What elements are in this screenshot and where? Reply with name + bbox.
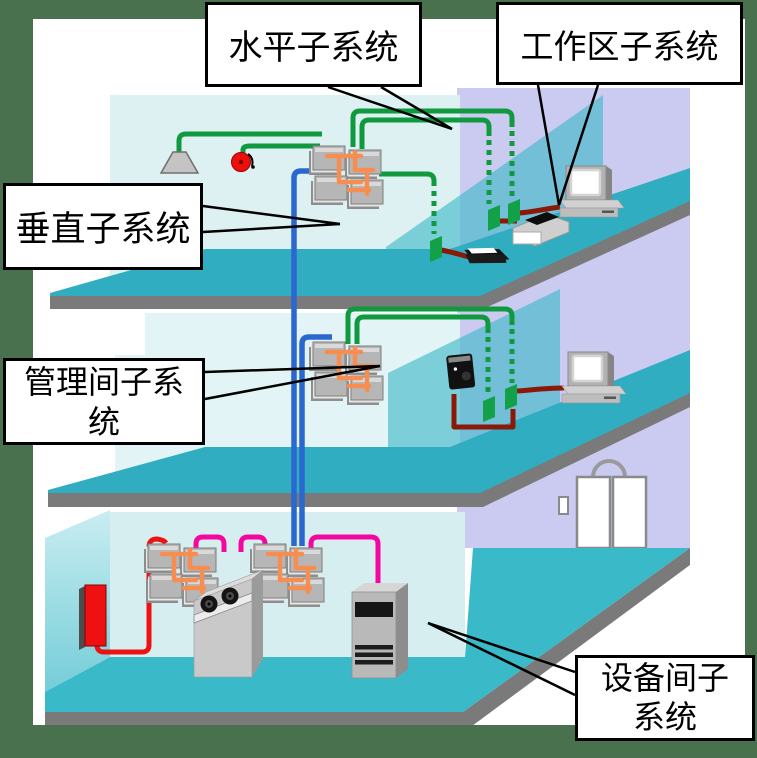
speaker-cable: [176, 131, 322, 153]
server-tower-icon: [351, 583, 408, 679]
label-management-subsystem: 管理间子系 统: [3, 358, 205, 445]
label-text-line2: 统: [87, 403, 120, 440]
label-text-line1: 设备间子: [600, 660, 729, 696]
label-text-line1: 管理间子系: [23, 363, 184, 400]
equipment-room-jumpers: [193, 534, 381, 589]
label-horizontal-subsystem: 水平子系统: [205, 2, 422, 87]
label-text-line2: 系统: [632, 699, 697, 735]
cable-run-4: [345, 306, 515, 344]
switch-group-icon: [309, 146, 383, 209]
label-text: 垂直子系统: [15, 210, 191, 249]
printer-icon: [512, 212, 570, 247]
callout-pointer-lines: [202, 84, 600, 697]
distribution-cabinet-icon: [193, 569, 264, 678]
cable-run-3: [377, 171, 437, 186]
bell-cable: [240, 143, 320, 153]
telephone-icon: [464, 247, 510, 264]
upper-floor-slab: [50, 168, 690, 309]
in-wall-cable-drops: [431, 131, 515, 395]
alarm-panel-cable: [94, 536, 169, 655]
middle-floor-slab: [48, 350, 690, 507]
alarm-panel-icon: [79, 584, 107, 650]
fire-alarm-bell-icon: [231, 152, 255, 172]
label-vertical-subsystem: 垂直子系统: [3, 183, 203, 270]
label-work-area-subsystem: 工作区子系统: [496, 2, 743, 85]
horizontal-cables: [176, 108, 515, 344]
ceiling-speaker-icon: [159, 151, 200, 174]
cable-run-1: [350, 108, 515, 147]
label-text: 工作区子系统: [520, 29, 719, 66]
label-equipment-room-subsystem: 设备间子 系统: [575, 655, 755, 741]
label-text: 水平子系统: [228, 30, 399, 67]
vertical-backbone-cables: [291, 168, 333, 546]
cable-run-5: [354, 314, 491, 344]
wall-telephone-icon: [446, 353, 476, 390]
